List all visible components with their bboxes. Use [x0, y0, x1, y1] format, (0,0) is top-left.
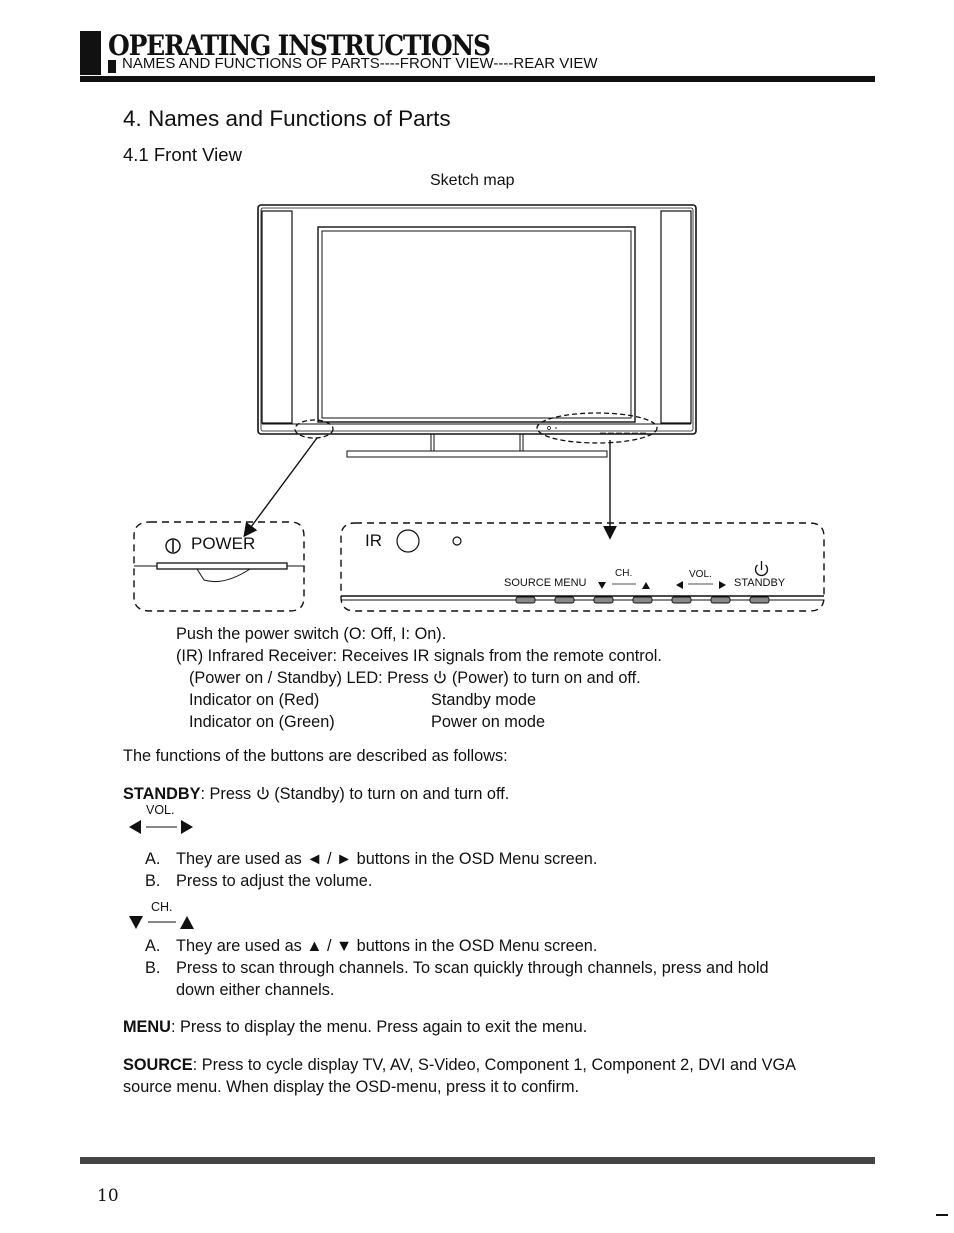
vol-left-icon	[676, 581, 683, 589]
power-label: POWER	[191, 534, 256, 553]
page-number: 10	[97, 1186, 119, 1206]
footer-rule	[80, 1157, 875, 1164]
vol-item-a-letter: A.	[145, 850, 161, 868]
ch-up-icon	[642, 582, 650, 589]
intro-line-2: (IR) Infrared Receiver: Receives IR sign…	[176, 647, 662, 665]
intro-line-1: Push the power switch (O: Off, I: On).	[176, 625, 447, 643]
vol-item-b-text: Press to adjust the volume.	[176, 872, 373, 890]
functions-intro: The functions of the buttons are describ…	[123, 747, 508, 765]
panel-ch-label: CH.	[615, 568, 633, 579]
header-subtitle: NAMES AND FUNCTIONS OF PARTS----FRONT VI…	[122, 55, 598, 72]
standby-description: STANDBY: Press (Standby) to turn on and …	[123, 785, 510, 803]
tv-body	[257, 204, 697, 458]
ch-arrows-icon	[129, 916, 194, 929]
standby-inline-icon	[257, 787, 269, 800]
ch-item-b-text: Press to scan through channels. To scan …	[176, 959, 769, 977]
panel-highlight	[536, 412, 658, 444]
vol-symbol-label: VOL.	[146, 803, 175, 817]
power-switch-icon	[165, 538, 181, 554]
source-menu-label: SOURCE MENU	[504, 577, 587, 589]
power-highlight	[294, 419, 334, 439]
vol-right-icon	[719, 581, 726, 589]
menu-description: MENU: Press to display the menu. Press a…	[123, 1018, 588, 1036]
ch-symbol-label: CH.	[151, 900, 173, 914]
vol-item-a-text: They are used as ◄ / ► buttons in the OS…	[176, 850, 598, 868]
vol-item-b-letter: B.	[145, 872, 161, 890]
panel-standby-label: STANDBY	[734, 577, 786, 589]
control-panel-detail-box	[340, 522, 825, 612]
source-description: SOURCE: Press to cycle display TV, AV, S…	[123, 1056, 797, 1074]
corner-mark	[936, 1214, 948, 1216]
intro-line-3: (Power on / Standby) LED: Press (Power) …	[189, 669, 641, 687]
power-icon	[434, 671, 447, 684]
header-small-block	[108, 60, 116, 73]
power-detail-box	[133, 521, 305, 612]
indicator-red-label: Indicator on (Red)	[189, 691, 320, 709]
section-title: 4. Names and Functions of Parts	[123, 106, 451, 131]
ir-sensor-icon	[396, 529, 420, 553]
indicator-green-label: Indicator on (Green)	[189, 713, 335, 731]
source-description-continued: source menu. When display the OSD-menu, …	[123, 1078, 580, 1096]
figure-caption: Sketch map	[430, 172, 515, 189]
indicator-red-mode: Standby mode	[431, 691, 536, 709]
power-arrow	[243, 437, 318, 538]
ch-item-b-continued: down either channels.	[176, 981, 335, 999]
led-indicator-icon	[452, 536, 462, 546]
header-rule	[80, 76, 875, 82]
ch-item-a-letter: A.	[145, 937, 161, 955]
standby-icon	[754, 561, 769, 577]
ch-item-a-text: They are used as ▲ / ▼ buttons in the OS…	[176, 937, 598, 955]
vol-arrows-icon	[129, 820, 193, 834]
header-title: OPERATING INSTRUCTIONS	[108, 29, 491, 62]
ch-item-b-letter: B.	[145, 959, 161, 977]
ch-down-icon	[598, 582, 606, 589]
ir-label: IR	[365, 531, 382, 550]
indicator-green-mode: Power on mode	[431, 713, 546, 731]
tv-front-view-sketch	[133, 204, 825, 612]
section-subtitle: 4.1 Front View	[123, 144, 242, 165]
panel-vol-label: VOL.	[689, 569, 712, 580]
header-black-block	[80, 31, 101, 75]
